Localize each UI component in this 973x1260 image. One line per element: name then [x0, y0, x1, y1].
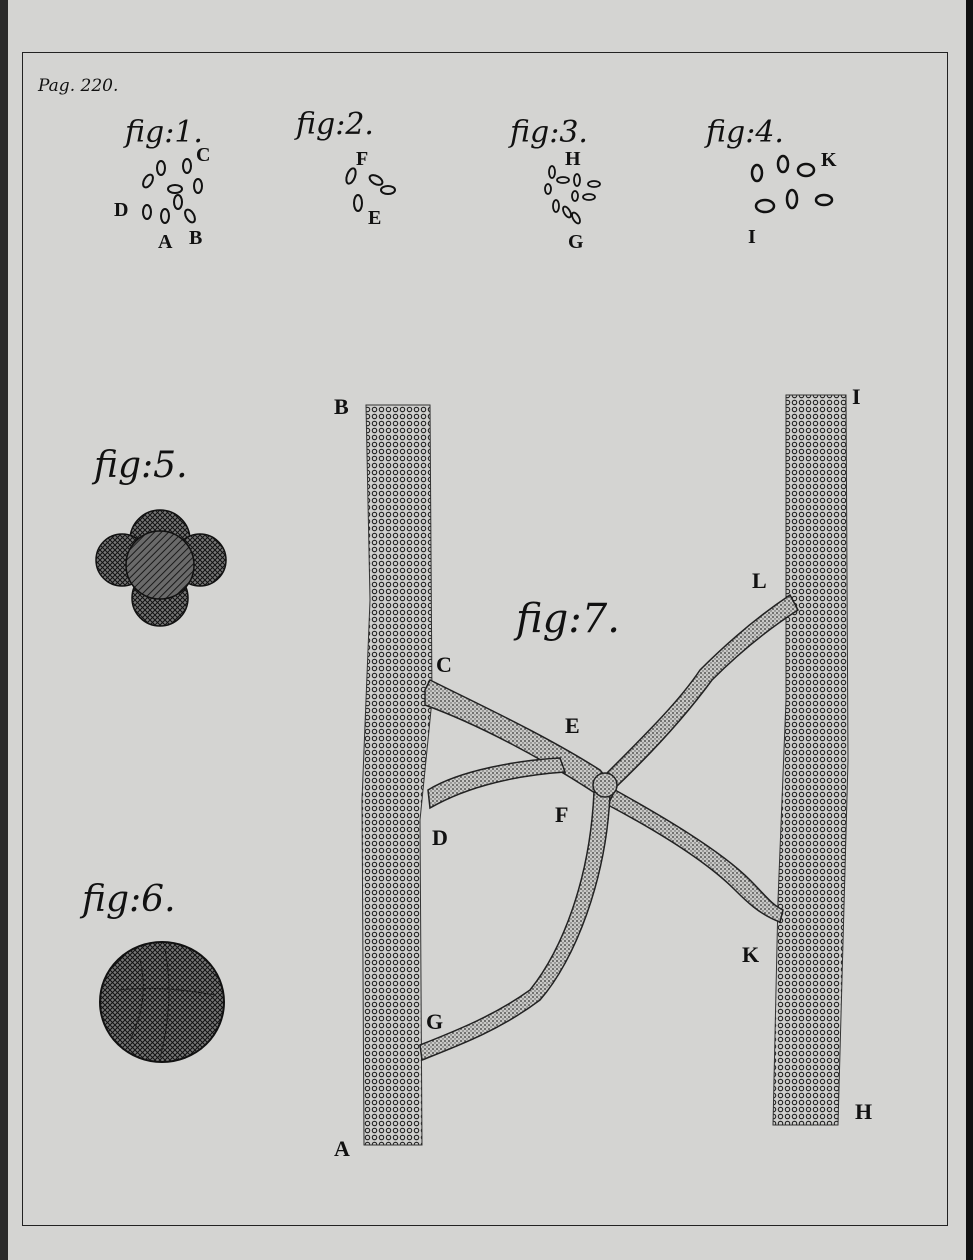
fig7-right-vein [772, 394, 849, 1126]
fig7-junction [592, 772, 618, 798]
fig7-vessel-network [361, 394, 849, 1146]
fig7-label-a: A [334, 1136, 350, 1161]
fig4-caption: fig:4. [704, 115, 784, 150]
fig7-label-f: F [555, 802, 568, 827]
fig4-label-i: I [748, 226, 756, 248]
fig1-label-c: C [196, 144, 210, 166]
fig2-caption: fig:2. [294, 107, 374, 142]
fig3-label-h: H [565, 148, 581, 170]
fig6-globule [99, 941, 225, 1063]
plate-border [22, 52, 948, 1226]
fig7-label-l: L [752, 568, 767, 593]
fig1-label-a: A [158, 231, 173, 253]
fig7-label-d: D [432, 825, 448, 850]
fig7-label-k: K [742, 942, 759, 967]
fig7-label-i: I [852, 384, 861, 409]
fig7-label-g: G [426, 1009, 443, 1034]
fig7-label-b: B [334, 394, 349, 419]
fig2-label-f: F [356, 148, 368, 170]
fig7-branch-l [604, 593, 799, 790]
fig4-corpuscles [750, 154, 834, 214]
fig5-clustered-globule [95, 509, 227, 627]
fig7-label-h: H [855, 1099, 872, 1124]
fig3-caption: fig:3. [508, 115, 588, 150]
fig7-label-e: E [565, 713, 580, 738]
fig7-branch-d [427, 757, 567, 810]
fig7-branch-g [419, 791, 611, 1062]
fig7-branch-k [607, 788, 784, 923]
fig2-label-e: E [368, 207, 381, 229]
fig3-corpuscles [544, 165, 601, 225]
fig2-corpuscles [345, 167, 396, 212]
fig1-corpuscles [142, 158, 203, 224]
fig6-caption: fig:6. [79, 879, 176, 920]
fig7-label-c: C [436, 652, 452, 677]
fig7-left-vein [361, 404, 433, 1146]
fig4-label-k: K [821, 149, 837, 171]
fig5-caption: fig:5. [91, 445, 188, 486]
page-number-label: Pag. 220. [37, 76, 118, 96]
book-spine-shadow [966, 0, 973, 1260]
fig1-caption: fig:1. [123, 115, 203, 150]
fig1-label-b: B [189, 227, 202, 249]
fig1-label-d: D [114, 199, 128, 221]
fig3-label-g: G [568, 231, 584, 253]
fig7-caption: fig:7. [513, 596, 620, 642]
